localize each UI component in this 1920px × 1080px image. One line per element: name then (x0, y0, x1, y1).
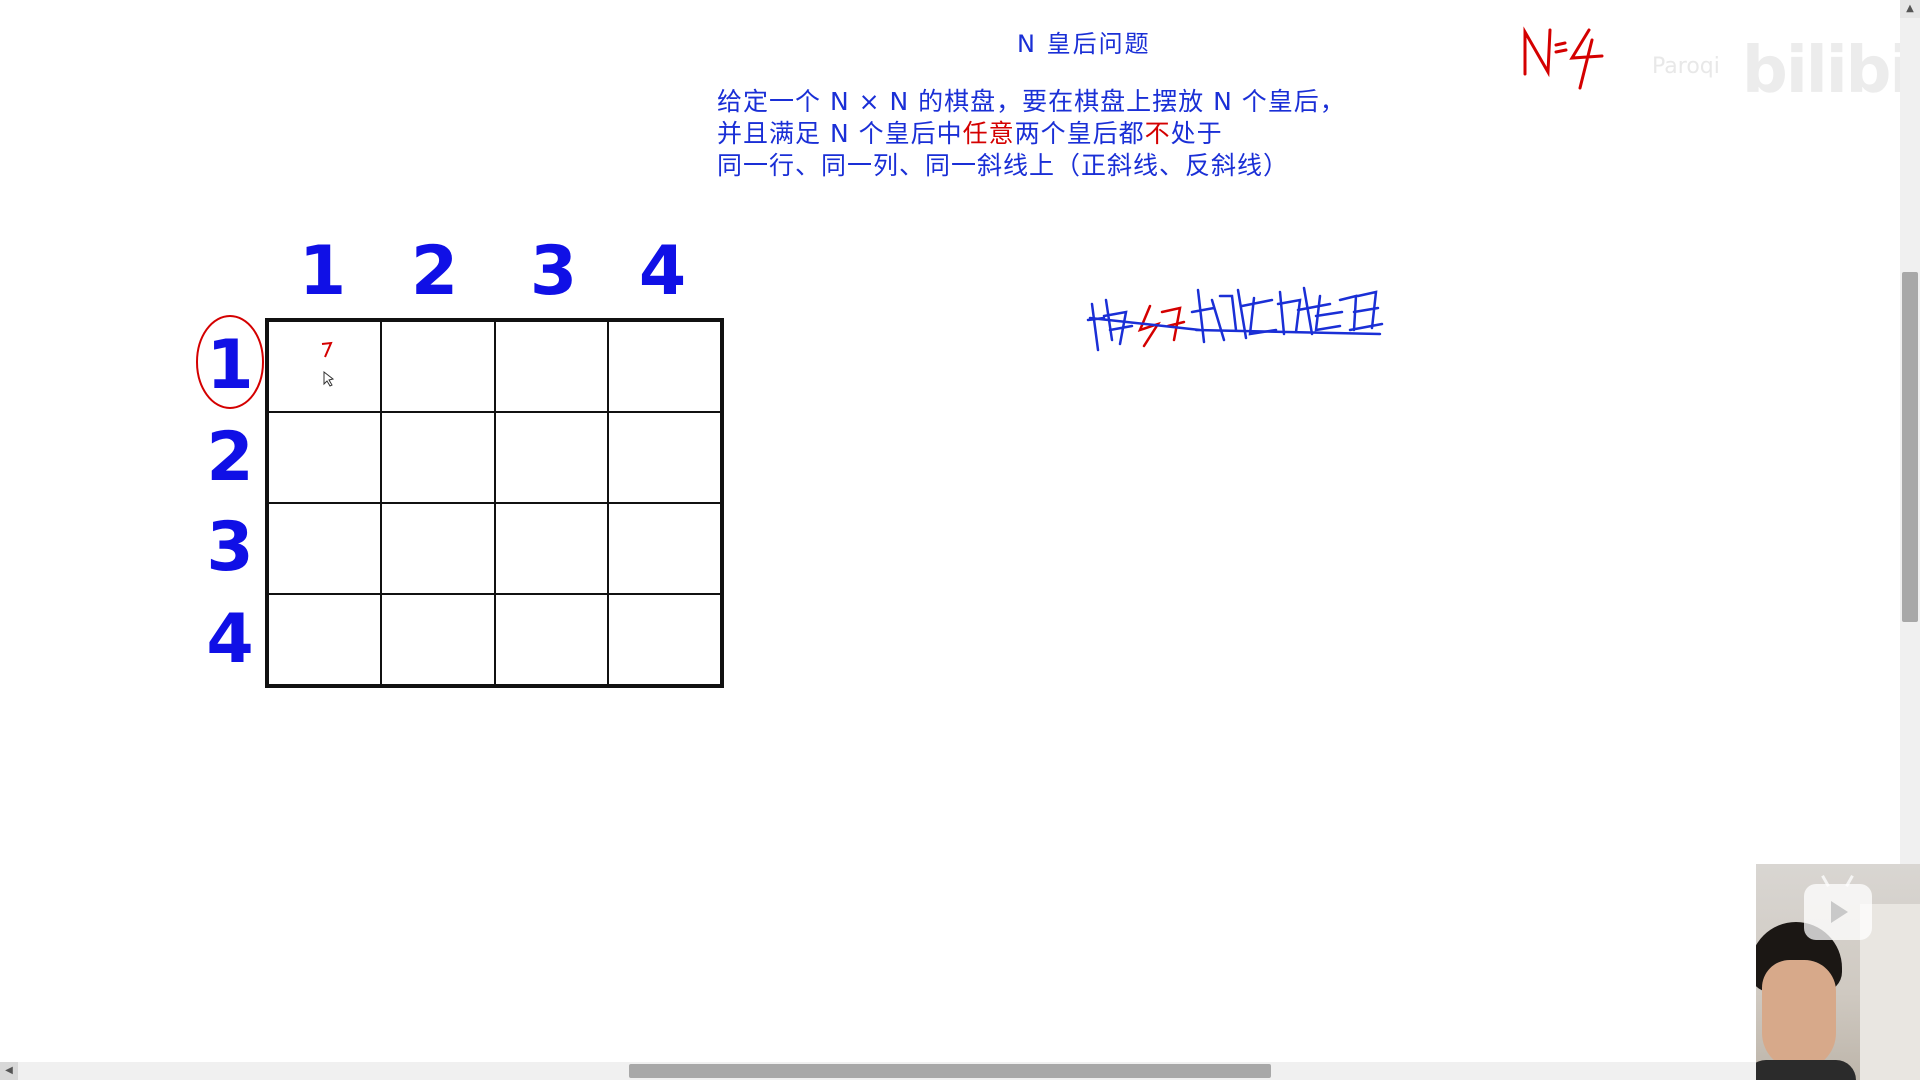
cell-mark-annotation (321, 341, 333, 358)
highlight-not: 不 (1144, 119, 1171, 148)
board-cell[interactable] (607, 321, 721, 412)
board-cell[interactable] (494, 412, 608, 503)
presenter-body (1756, 1060, 1856, 1080)
board-cell[interactable] (381, 503, 495, 594)
horizontal-scrollbar[interactable]: ◀ (0, 1062, 1900, 1080)
row-circle-annotation (196, 315, 264, 409)
handwritten-note-scribble (1086, 286, 1384, 352)
board-cell[interactable] (494, 321, 608, 412)
row-header: 4 (206, 600, 254, 679)
bilibili-logo: bilibili (1742, 34, 1920, 108)
highlight-any: 任意 (962, 119, 1015, 148)
play-icon (1831, 901, 1848, 923)
column-header: 1 (298, 232, 347, 311)
description-text: 并且满足 N 个皇后中 (717, 119, 963, 148)
horizontal-scrollbar-thumb[interactable] (629, 1064, 1271, 1078)
presenter-face (1762, 960, 1836, 1070)
board-cell[interactable] (607, 412, 721, 503)
slide-title: N 皇后问题 (1017, 30, 1151, 58)
board-cell[interactable] (381, 594, 495, 685)
board-cell[interactable] (607, 503, 721, 594)
cursor-icon (323, 370, 335, 387)
chess-board (265, 318, 724, 688)
board-cell[interactable] (607, 594, 721, 685)
vertical-scrollbar-thumb[interactable] (1902, 272, 1918, 622)
description-line-2: 并且满足 N 个皇后中任意两个皇后都不处于 (717, 118, 1477, 150)
vertical-scrollbar[interactable]: ▲ (1900, 0, 1920, 1066)
problem-description: 给定一个 N × N 的棋盘，要在棋盘上摆放 N 个皇后， 并且满足 N 个皇后… (717, 86, 1477, 182)
board-cell[interactable] (494, 594, 608, 685)
row-header: 3 (206, 508, 254, 587)
chevron-up-icon[interactable]: ▲ (1900, 0, 1920, 18)
column-header: 3 (529, 232, 578, 311)
board-cell[interactable] (268, 594, 382, 685)
play-button[interactable] (1804, 875, 1872, 940)
chevron-left-icon[interactable]: ◀ (0, 1062, 18, 1080)
board-cell[interactable] (268, 412, 382, 503)
description-line-1: 给定一个 N × N 的棋盘，要在棋盘上摆放 N 个皇后， (717, 87, 1346, 116)
column-header: 2 (410, 232, 459, 311)
description-text: 两个皇后都 (1014, 119, 1145, 148)
column-header: 4 (638, 232, 687, 311)
board-cell[interactable] (381, 321, 495, 412)
board-cell[interactable] (381, 412, 495, 503)
description-line-3: 同一行、同一列、同一斜线上（正斜线、反斜线） (717, 151, 1290, 180)
board-cell[interactable] (494, 503, 608, 594)
row-header: 2 (206, 418, 254, 497)
row-header: 1 (206, 326, 254, 405)
description-text: 处于 (1170, 119, 1223, 148)
watermark-text: Paroqi (1652, 54, 1720, 79)
handwritten-n-equals-4 (1523, 26, 1604, 90)
board-cell[interactable] (268, 503, 382, 594)
board-cell[interactable] (268, 321, 382, 412)
